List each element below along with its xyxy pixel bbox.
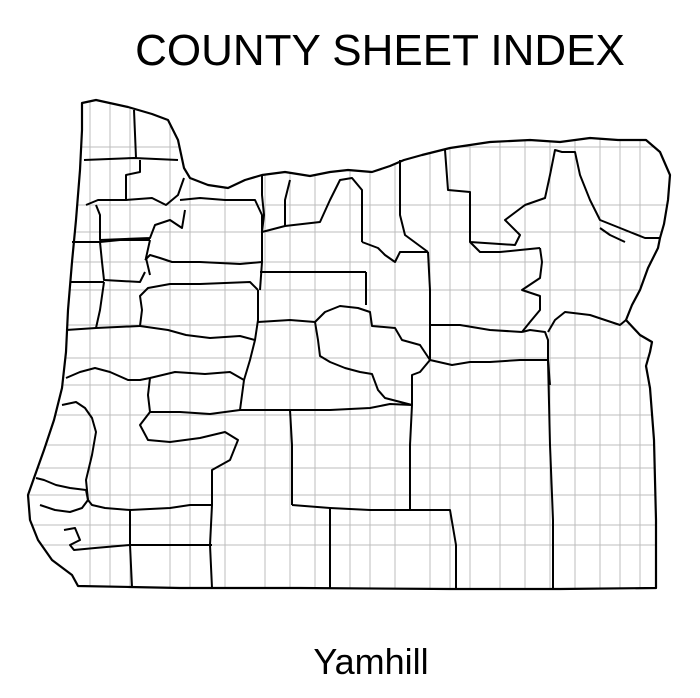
state-outline (26, 98, 672, 591)
county-name-label: Yamhill (313, 641, 429, 682)
state-fill (28, 100, 670, 589)
map-title: COUNTY SHEET INDEX (135, 26, 625, 75)
county-boundaries (35, 109, 660, 589)
sheet-grid (28, 100, 670, 589)
